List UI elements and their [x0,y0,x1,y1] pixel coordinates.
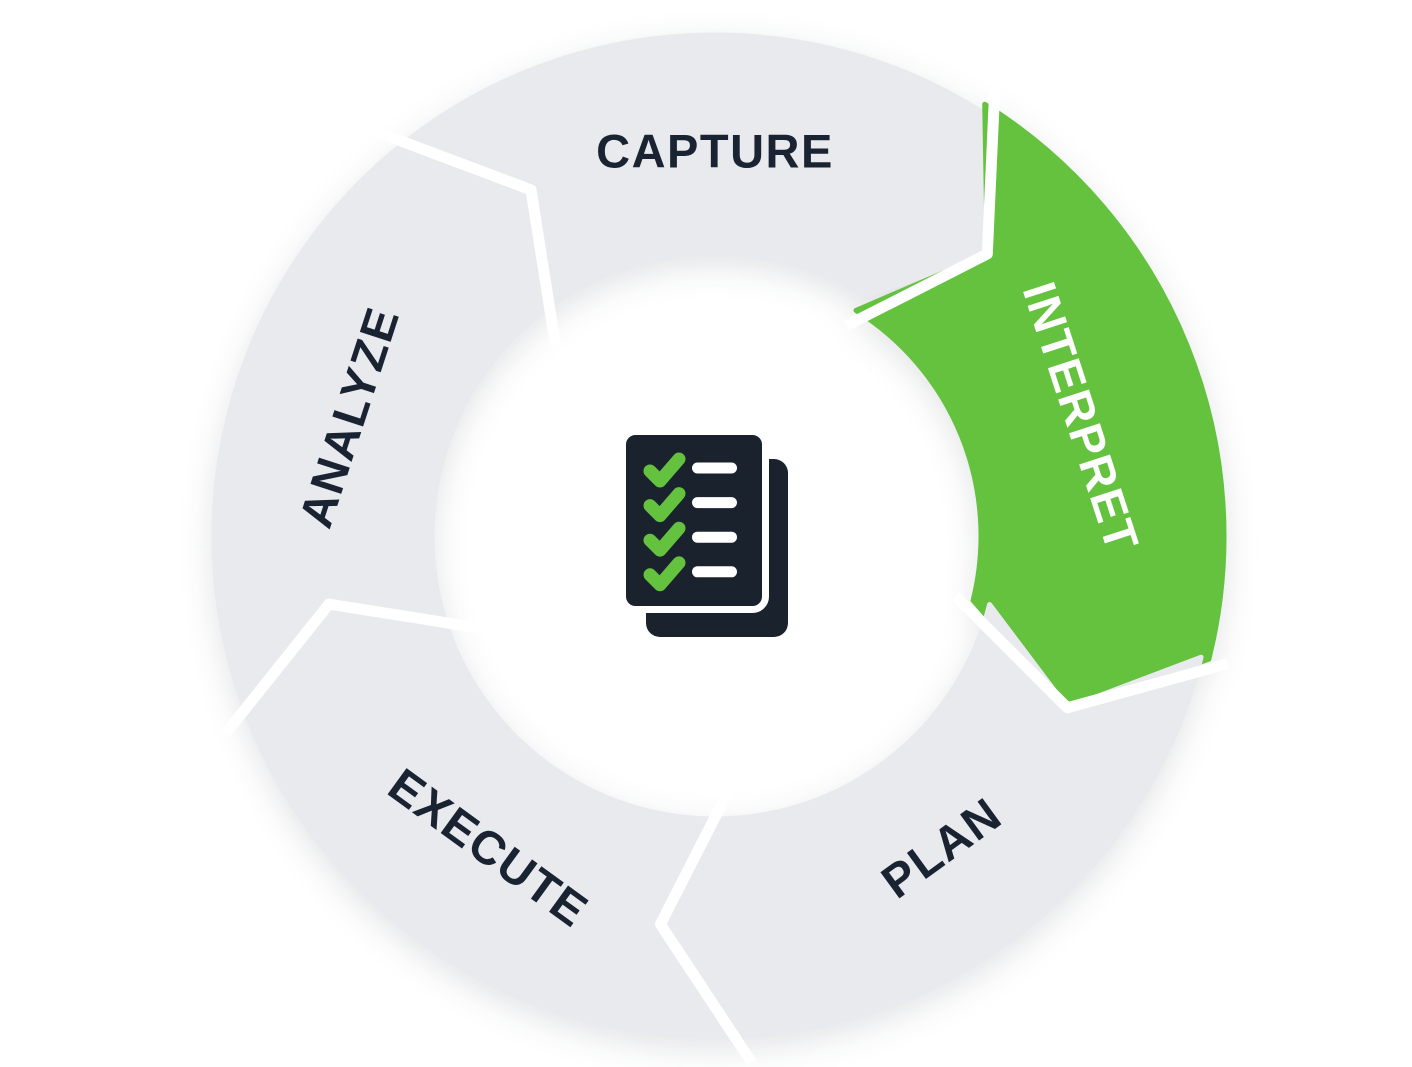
checkmark-icon [643,556,686,592]
checklist-line [692,497,737,509]
checklist-document-icon [619,428,788,637]
checklist-line [692,531,737,543]
divider-after-capture [843,87,1001,331]
divider-after-analyze [373,126,562,347]
segment-dividers [221,87,1229,1066]
checkmark-icon [643,521,686,557]
checklist-line [692,566,737,578]
segment-label-capture: CAPTURE [596,125,834,178]
checkmark-icon [643,487,686,523]
checklist-rows [643,452,737,592]
segment-execute [248,601,753,1040]
checkmark-icon [643,452,686,488]
front-page [619,428,769,613]
segment-interpret [853,101,1227,711]
divider-after-execute [221,598,486,738]
divider-after-interpret [951,592,1229,714]
checklist-line [692,462,737,474]
divider-after-plan [654,780,757,1066]
segment-analyze [211,149,536,727]
